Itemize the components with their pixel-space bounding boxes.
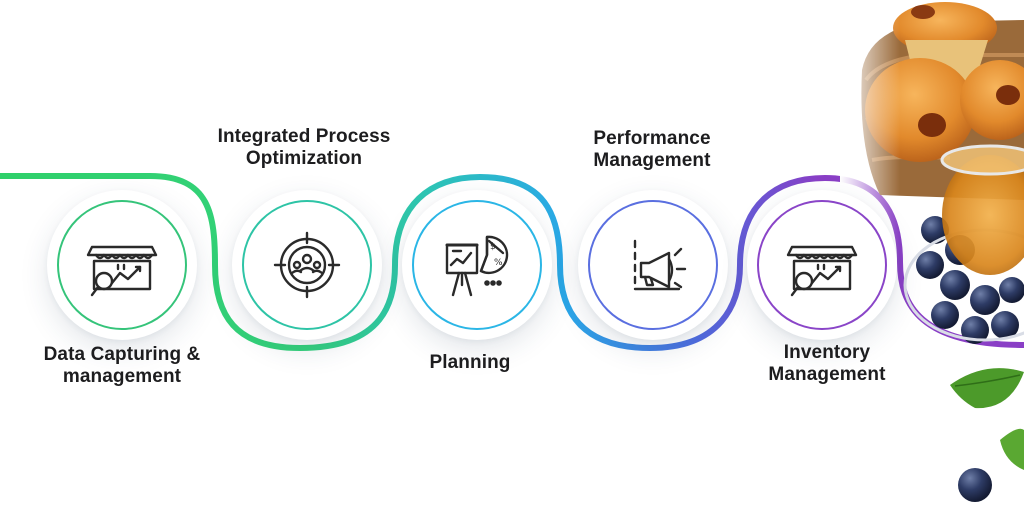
step-node-data-capturing: [47, 190, 197, 340]
step-label-data-capturing: Data Capturing & management: [22, 344, 222, 388]
step-ring: [588, 200, 718, 330]
step-label-inventory: Inventory Management: [732, 342, 922, 386]
step-label-line2: Optimization: [245, 148, 363, 169]
svg-text:$: $: [490, 242, 496, 252]
step-label-line1: Planning: [429, 352, 511, 373]
step-label-line1: Data Capturing &: [43, 344, 201, 365]
megaphone-icon: [633, 239, 687, 291]
svg-text:%: %: [494, 258, 503, 268]
step-node-integrated-process: [232, 190, 382, 340]
step-label-line2: Management: [593, 150, 711, 171]
step-label-integrated-process: Integrated Process Optimization: [194, 126, 414, 170]
step-node-performance: [578, 190, 728, 340]
step-label-planning: Planning: [380, 352, 560, 374]
step-label-line2: management: [62, 366, 182, 387]
step-ring: [242, 200, 372, 330]
market-analytics-icon: [786, 245, 858, 297]
team-target-icon: [273, 231, 341, 299]
market-analytics-icon: [86, 245, 158, 297]
step-label-line2: Management: [768, 364, 886, 385]
step-node-inventory: [747, 190, 897, 340]
step-label-line1: Inventory: [783, 342, 871, 363]
step-node-planning: $ %: [402, 190, 552, 340]
presentation-chart-icon: $ %: [445, 235, 509, 297]
step-label-performance: Performance Management: [552, 128, 752, 172]
step-label-line1: Integrated Process: [217, 126, 391, 147]
step-ring: [57, 200, 187, 330]
step-ring: [757, 200, 887, 330]
step-label-line1: Performance: [593, 128, 711, 149]
